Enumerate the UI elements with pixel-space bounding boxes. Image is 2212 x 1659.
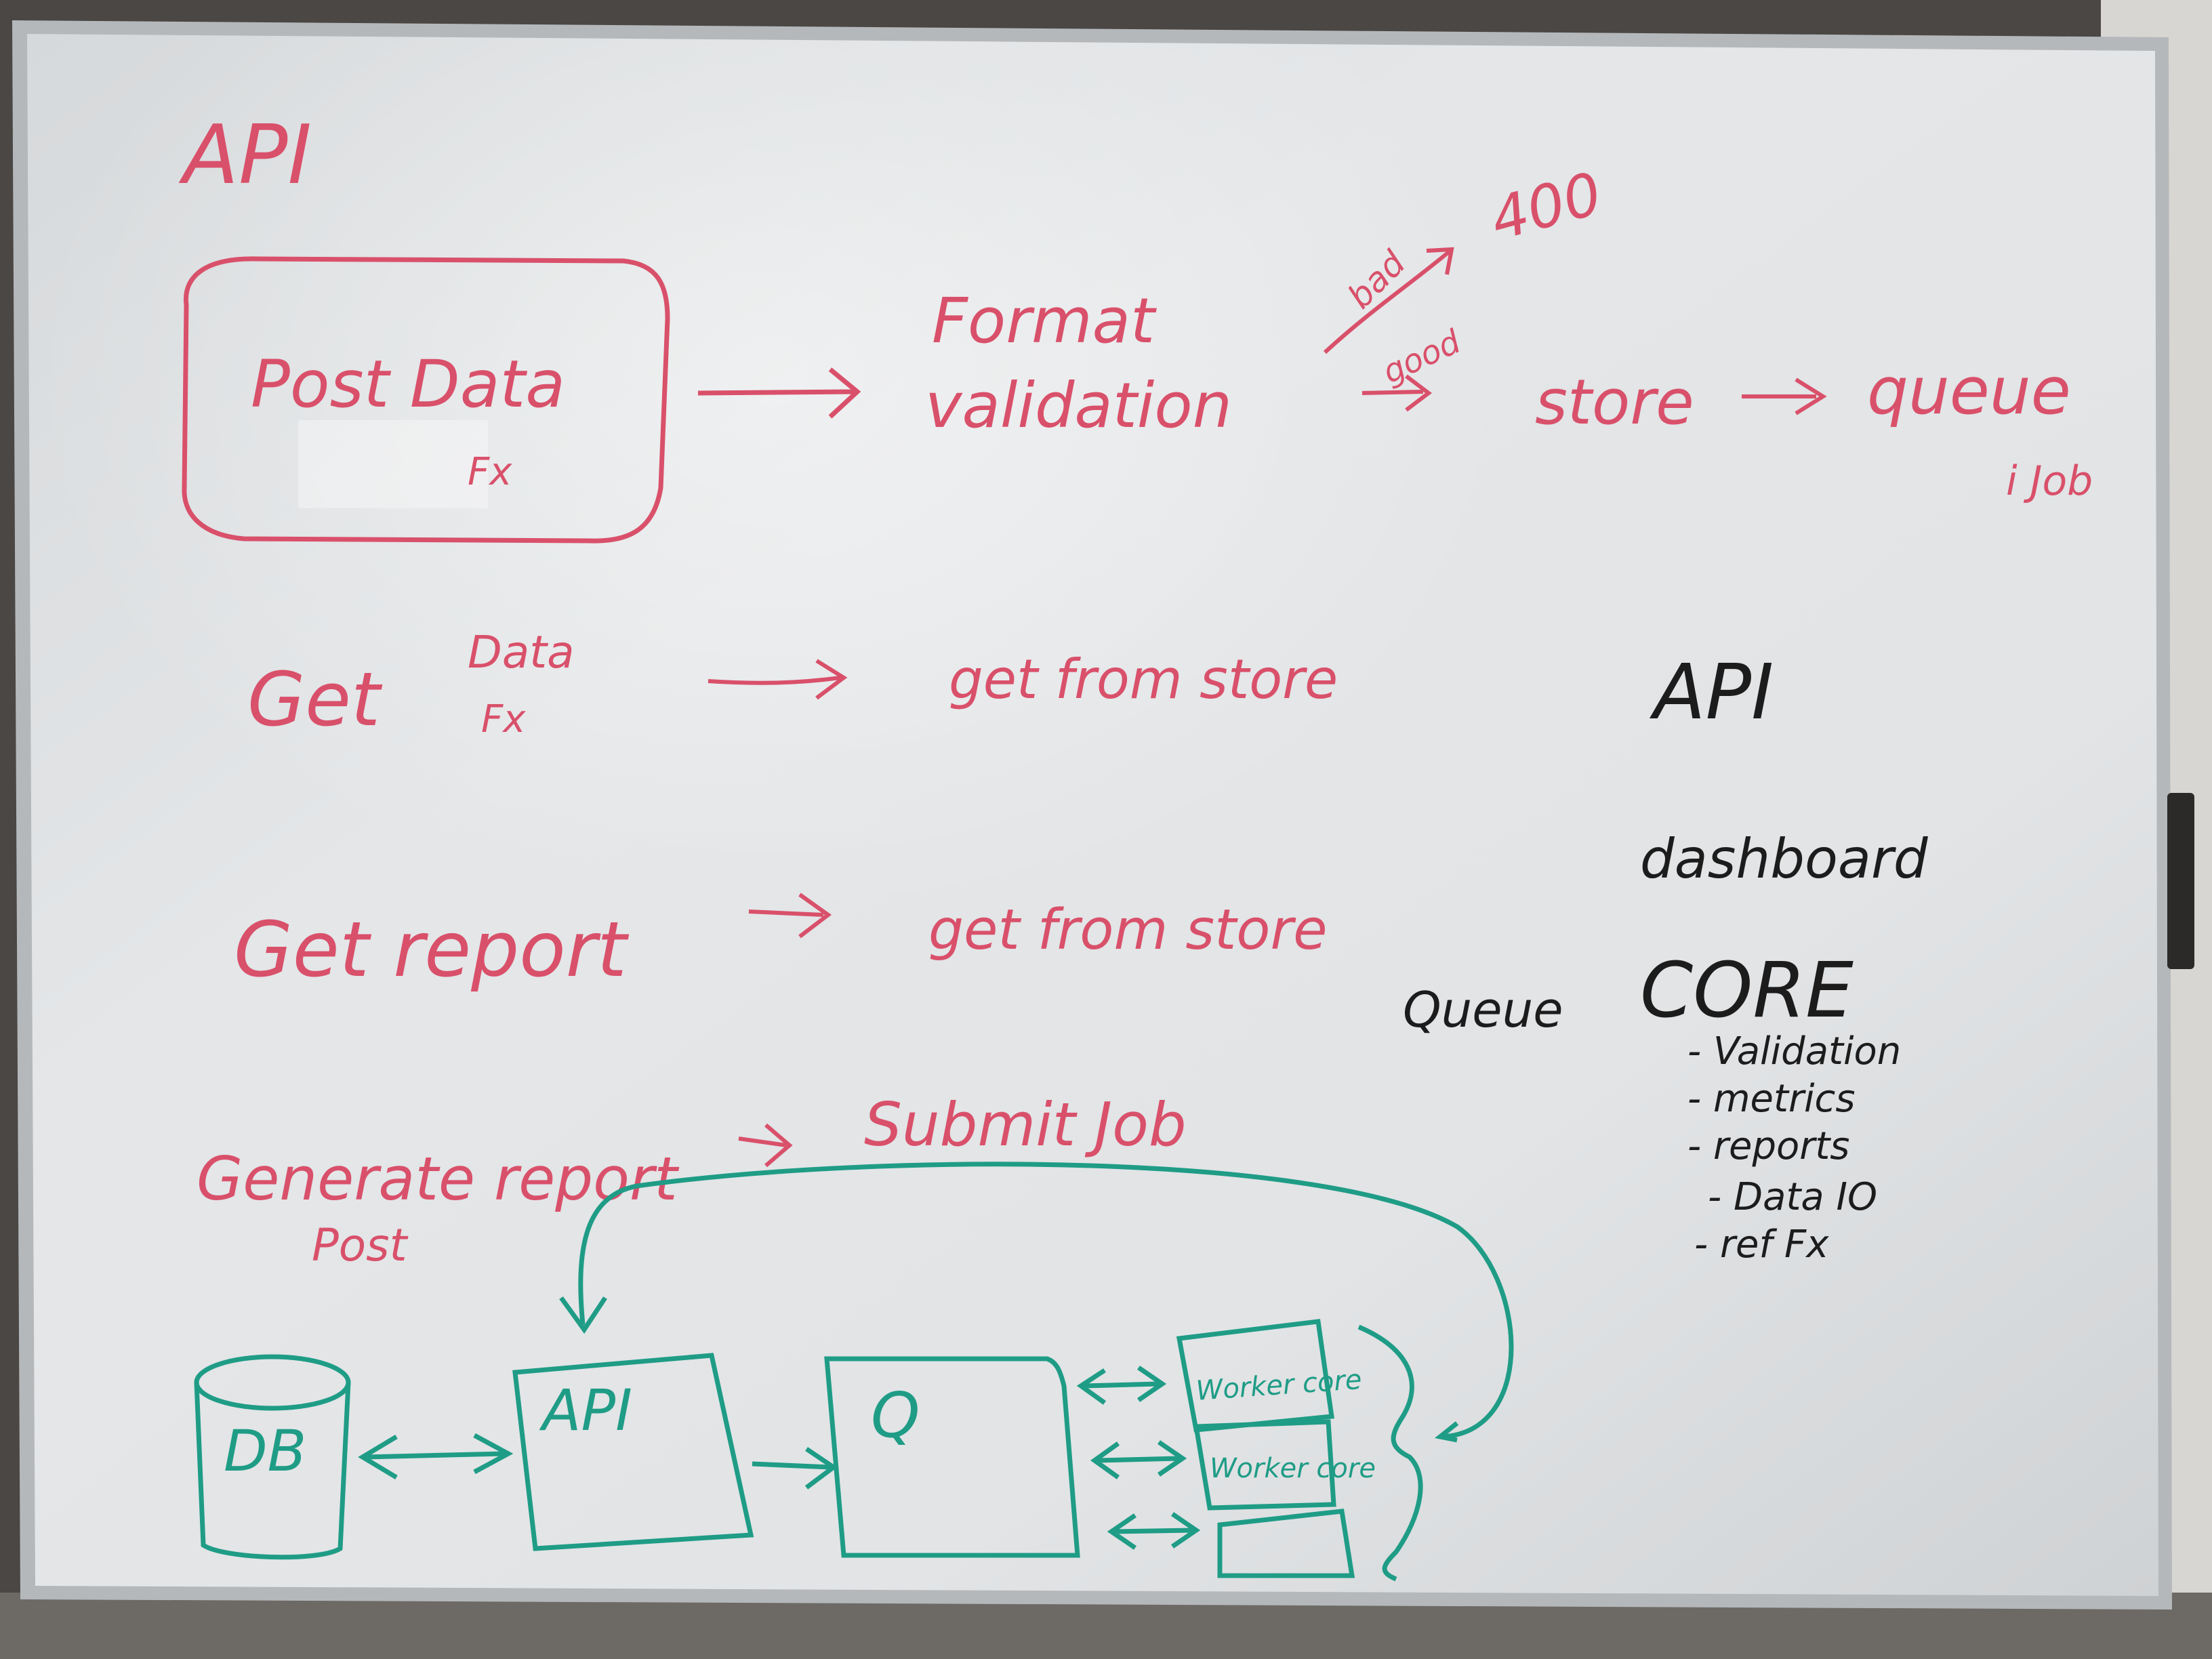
generate-report-label: Generate report [197,1144,680,1214]
queue-label: queue [1867,353,2071,429]
post-data-label: Post Data [251,346,565,422]
core-label: CORE [1640,947,1853,1035]
worker-brace [1357,1324,1423,1582]
post-data-box [182,256,670,544]
db-cylinder [194,1354,351,1560]
core-item-metrics: - metrics [1687,1077,1856,1121]
get-from-store-1: get from store [949,648,1338,711]
submit-job-label: Submit Job [864,1090,1187,1160]
worker-box-2 [1193,1419,1336,1511]
core-item-data-io: - Data IO [1708,1175,1877,1219]
post-arrow [697,367,861,419]
api-box-label: API [539,1377,632,1443]
get-data-label: Data [468,626,575,678]
dashboard-label: dashboard [1640,827,1929,890]
db-api-arrow [358,1433,514,1480]
worker-2-label: Worker core [1210,1453,1376,1484]
core-item-validation: - Validation [1687,1029,1901,1073]
red-notes: API Post Data Fx Format validation bad g… [178,108,2093,1271]
get-arrow [708,659,848,700]
store-label: store [1535,366,1694,438]
queue-black-label: Queue [1403,981,1563,1038]
validation-label: validation [925,369,1232,442]
api-q-arrow [752,1447,838,1490]
generate-arrow [738,1123,793,1168]
api-title: API [178,108,312,203]
worker-box-3 [1217,1509,1355,1578]
get-label: Get [247,656,383,743]
store-arrow [1742,377,1827,415]
q-box [824,1356,1080,1558]
api-box [512,1353,754,1551]
branch-arrow [1323,247,1454,412]
feedback-arrow [559,1162,1514,1443]
get-data-fx-label: Fx [481,697,526,741]
whiteboard [12,20,2172,1610]
worker-box-1 [1176,1319,1334,1433]
db-label: DB [224,1418,306,1484]
black-api-label: API [1650,649,1774,737]
get-report-label: Get report [234,906,630,994]
get-report-arrow [748,893,832,939]
post-label: Post [312,1219,409,1271]
board-stand-clamp [2167,793,2194,969]
format-label: Format [932,285,1157,357]
job-label: i Job [2006,457,2093,505]
worker-arrows [1076,1366,1201,1550]
core-item-reports: - reports [1687,1124,1849,1168]
diagram-labels: DB API Q Worker core Worker core [224,1364,1376,1484]
get-from-store-2: get from store [928,898,1328,962]
core-item-ref-fx: - ref Fx [1694,1223,1829,1267]
architecture-diagram [194,1162,1514,1582]
post-fx-label: Fx [468,450,512,494]
black-notes: API dashboard Queue CORE - Validation - … [1403,649,1929,1267]
q-label: Q [871,1379,920,1452]
